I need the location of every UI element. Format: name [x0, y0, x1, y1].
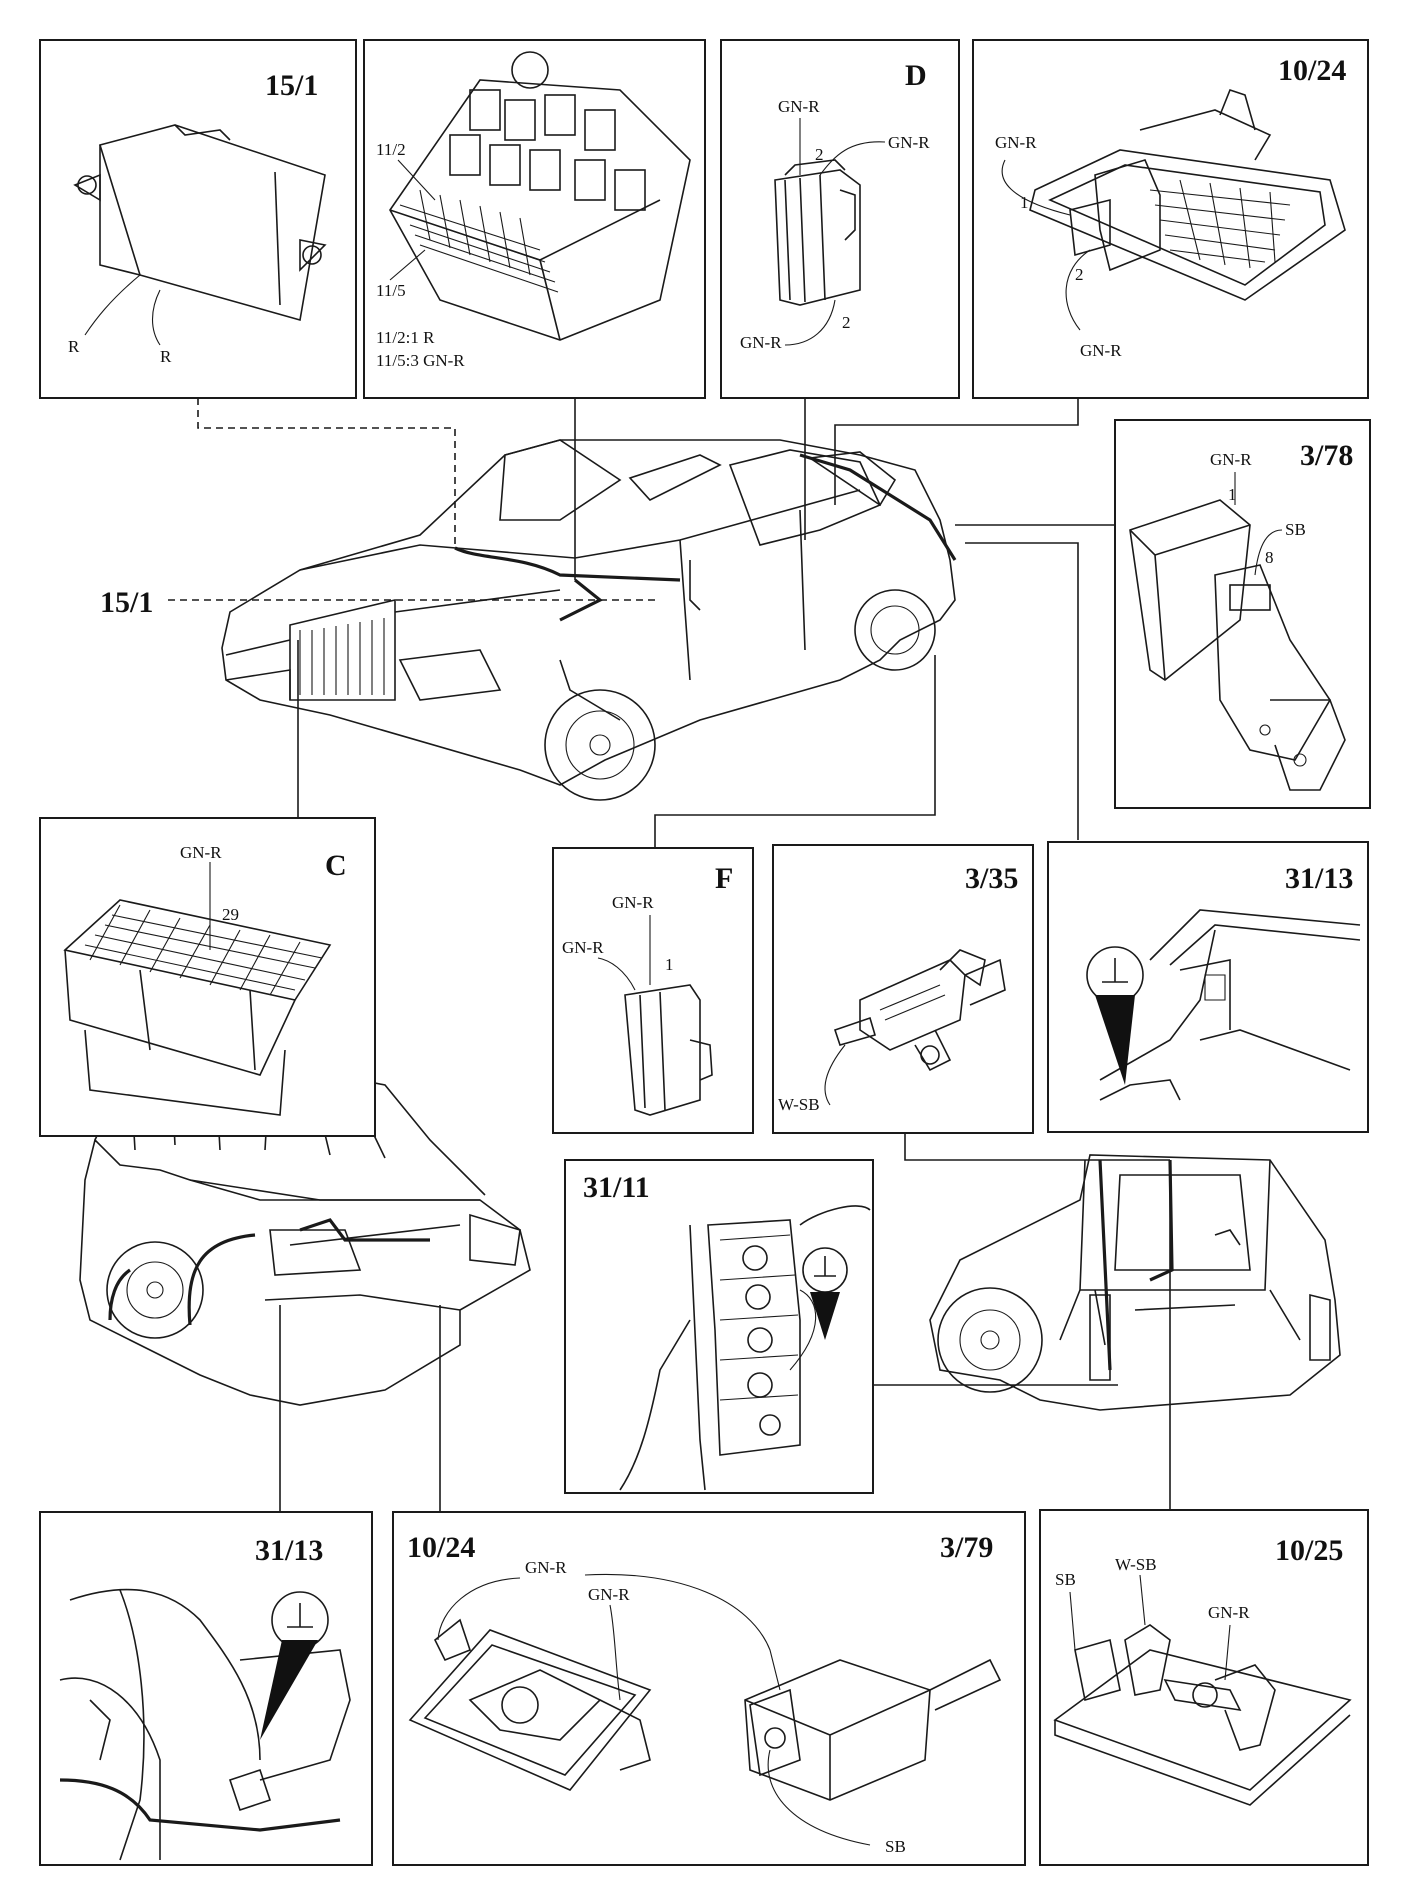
svg-text:8: 8 — [1265, 548, 1274, 567]
panel-15-1: 15/1 R R — [39, 39, 357, 399]
svg-text:11/2: 11/2 — [376, 140, 406, 159]
svg-text:10/24: 10/24 — [407, 1531, 475, 1564]
svg-text:31/13: 31/13 — [1285, 862, 1353, 895]
svg-text:GN-R: GN-R — [778, 97, 820, 116]
panel-F: F GN-R GN-R 1 — [552, 847, 754, 1134]
svg-text:11/5:3 GN-R: 11/5:3 GN-R — [376, 351, 465, 370]
panel-D: D GN-R 2 GN-R 2 GN-R — [720, 39, 960, 399]
svg-text:GN-R: GN-R — [180, 843, 222, 862]
svg-text:GN-R: GN-R — [1080, 341, 1122, 360]
wagon-rear-illustration — [929, 1154, 1341, 1411]
svg-text:1: 1 — [1020, 193, 1029, 212]
connector-lines — [168, 398, 1171, 1512]
svg-text:3/78: 3/78 — [1300, 439, 1353, 472]
svg-text:15/1: 15/1 — [265, 69, 318, 102]
svg-text:2: 2 — [842, 313, 851, 332]
sedan-front-illustration — [221, 439, 957, 801]
panel-10-24-3-79-bottom: 10/24 3/79 GN-R GN-R SB — [392, 1511, 1026, 1866]
main-callout-label: 15/1 — [100, 586, 153, 619]
panel-3-35: 3/35 W-SB — [772, 844, 1034, 1134]
svg-text:GN-R: GN-R — [525, 1558, 567, 1577]
svg-text:10/25: 10/25 — [1275, 1534, 1343, 1567]
panel-31-13-bottom: 31/13 — [39, 1511, 373, 1866]
svg-text:10/24: 10/24 — [1278, 54, 1346, 87]
panel-fusebox: 11/2 11/5 11/2:1 R 11/5:3 GN-R — [363, 39, 706, 399]
svg-text:31/13: 31/13 — [255, 1534, 323, 1567]
svg-text:GN-R: GN-R — [588, 1585, 630, 1604]
svg-text:3/79: 3/79 — [940, 1531, 993, 1564]
svg-text:SB: SB — [1055, 1570, 1076, 1589]
svg-text:SB: SB — [885, 1837, 906, 1856]
panel-3-78: 3/78 GN-R 1 SB 8 — [1114, 419, 1371, 809]
svg-text:GN-R: GN-R — [562, 938, 604, 957]
svg-text:W-SB: W-SB — [1115, 1555, 1157, 1574]
svg-text:29: 29 — [222, 905, 239, 924]
panel-10-24-top: 10/24 GN-R 1 2 GN-R — [972, 39, 1369, 399]
svg-text:SB: SB — [1285, 520, 1306, 539]
svg-text:11/2:1 R: 11/2:1 R — [376, 328, 435, 347]
panel-10-25: 10/25 SB W-SB GN-R — [1039, 1509, 1369, 1866]
svg-text:W-SB: W-SB — [778, 1095, 820, 1114]
svg-text:F: F — [715, 862, 733, 895]
svg-text:GN-R: GN-R — [740, 333, 782, 352]
svg-text:GN-R: GN-R — [1210, 450, 1252, 469]
svg-text:2: 2 — [815, 145, 824, 164]
svg-text:GN-R: GN-R — [612, 893, 654, 912]
svg-text:GN-R: GN-R — [888, 133, 930, 152]
panel-31-13-top: 31/13 — [1047, 841, 1369, 1133]
svg-text:D: D — [905, 59, 927, 92]
panel-31-11: 31/11 — [564, 1159, 874, 1494]
svg-text:31/11: 31/11 — [583, 1171, 650, 1204]
svg-text:R: R — [68, 337, 80, 356]
svg-text:3/35: 3/35 — [965, 862, 1018, 895]
svg-text:GN-R: GN-R — [995, 133, 1037, 152]
svg-text:GN-R: GN-R — [1208, 1603, 1250, 1622]
svg-text:2: 2 — [1075, 265, 1084, 284]
panel-C: C GN-R 29 — [39, 817, 376, 1137]
svg-text:1: 1 — [1228, 485, 1237, 504]
svg-text:1: 1 — [665, 955, 674, 974]
svg-text:11/5: 11/5 — [376, 281, 406, 300]
svg-text:C: C — [325, 849, 347, 882]
svg-text:R: R — [160, 347, 172, 366]
